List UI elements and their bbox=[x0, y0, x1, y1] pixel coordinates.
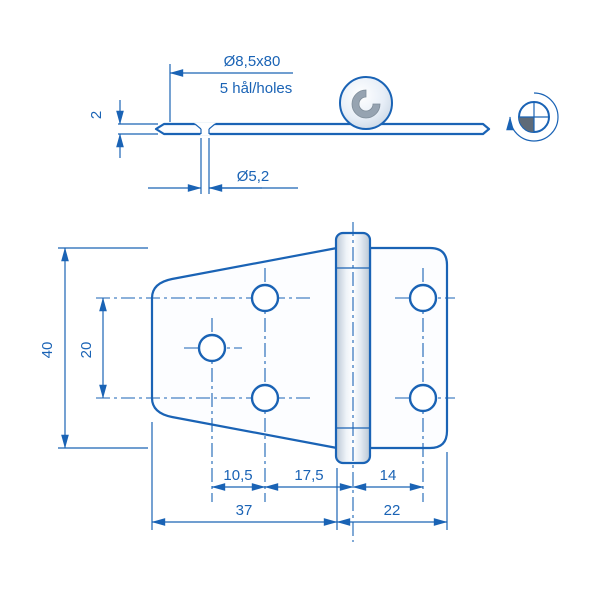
right-leaf bbox=[368, 246, 449, 450]
dim-40-label: 40 bbox=[39, 342, 56, 359]
hole-right-bottom bbox=[408, 383, 438, 413]
dim-20-label: 20 bbox=[78, 342, 95, 359]
dim-10-5-label: 10,5 bbox=[223, 467, 252, 484]
hole-left-top bbox=[250, 283, 280, 313]
hole-right-top bbox=[408, 283, 438, 313]
dim-17-5-label: 17,5 bbox=[294, 467, 323, 484]
dim-overall-height: 40 bbox=[39, 247, 148, 449]
dim-thickness-label: 2 bbox=[88, 111, 105, 119]
left-leaf bbox=[150, 246, 339, 450]
barrel-circle bbox=[339, 76, 393, 130]
rotation-arrow-arc bbox=[506, 92, 559, 142]
dim-37-label: 37 bbox=[236, 502, 253, 519]
countersink-profile bbox=[194, 122, 216, 136]
dim-row-lower: 37 22 bbox=[151, 422, 448, 530]
rolled-sheet-icon bbox=[351, 89, 381, 119]
side-view: 2 Ø8,5x80 5 hål/holes Ø5,2 bbox=[88, 53, 559, 194]
dim-thickness: 2 bbox=[88, 100, 158, 158]
dim-22-label: 22 bbox=[384, 502, 401, 519]
rotation-detail bbox=[506, 92, 559, 142]
barrel-section bbox=[339, 76, 393, 130]
dim-countersink: Ø8,5x80 5 hål/holes bbox=[169, 53, 293, 122]
hole-left-bottom bbox=[250, 383, 280, 413]
countersink-spec-label: Ø8,5x80 bbox=[224, 53, 281, 70]
dim-hole-diameter: Ø5,2 bbox=[148, 138, 298, 194]
dim-row-upper: 10,5 17,5 14 bbox=[211, 467, 424, 491]
detail-quadrant-fill bbox=[519, 117, 534, 132]
dim-hole-spacing: 20 bbox=[78, 297, 107, 399]
hole-left-middle bbox=[197, 333, 227, 363]
dim-14-label: 14 bbox=[380, 467, 397, 484]
plan-view: 40 20 10,5 17,5 14 37 22 bbox=[39, 222, 455, 542]
holes bbox=[197, 283, 438, 413]
hole-diameter-label: Ø5,2 bbox=[237, 168, 270, 185]
holes-note-label: 5 hål/holes bbox=[220, 80, 293, 97]
plate-profile bbox=[154, 122, 491, 136]
